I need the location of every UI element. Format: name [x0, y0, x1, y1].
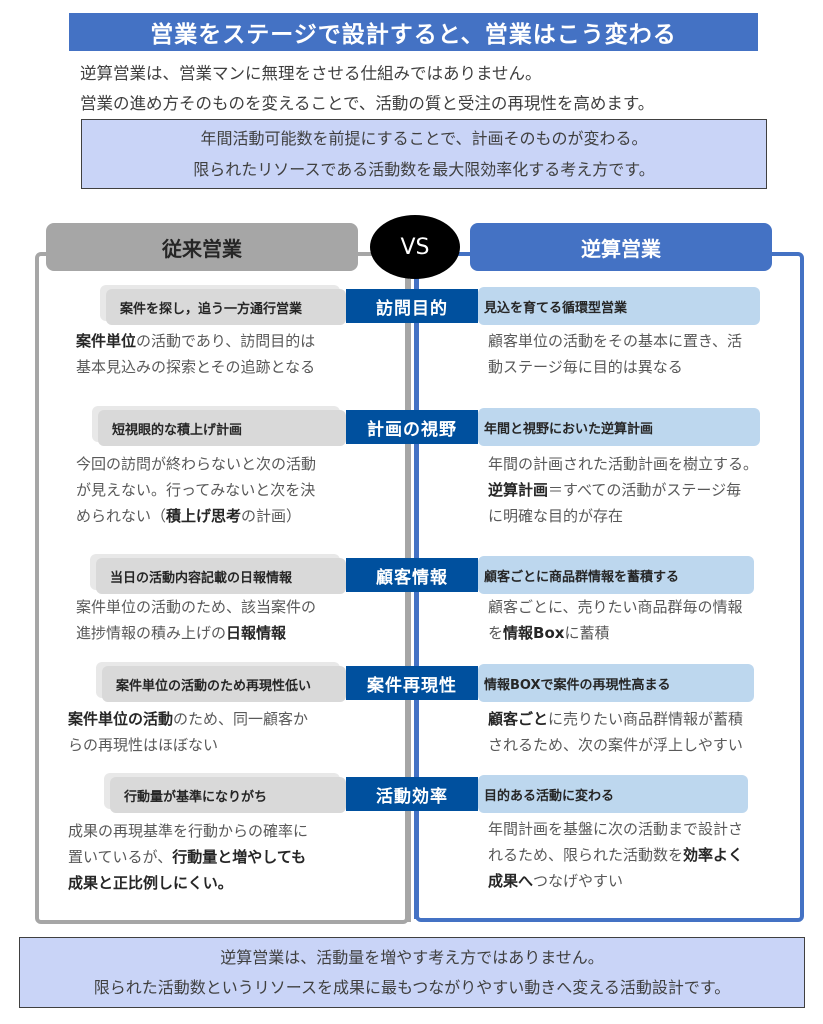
text: の活動であり、訪問目的は: [136, 332, 316, 350]
bottom-line-1: 逆算営業は、活動量を増やす考え方ではありません。: [220, 947, 604, 967]
right-point-title: 情報BOXで案件の再現性高まる: [478, 664, 754, 702]
right-description-line: 年間計画を基盤に次の活動まで設計さ: [488, 816, 743, 842]
text: されるため、次の案件が浮上しやすい: [488, 736, 743, 754]
right-header-reverse-sales: 逆算営業: [470, 223, 772, 271]
text: らの再現性はほぼない: [68, 736, 219, 754]
left-point-title: 短視眼的な積上げ計画: [98, 410, 346, 446]
left-point-title: 行動量が基準になりがち: [110, 777, 346, 813]
text: 顧客ごとに、売りたい商品群毎の情報: [488, 598, 743, 616]
emphasis-text: 行動量と増やしても: [172, 848, 307, 866]
intro-line-2: 営業の進め方そのものを変えることで、活動の質と受注の再現性を高めます。: [80, 94, 655, 113]
left-description: 成果の再現基準を行動からの確率に置いているが、行動量と増やしても成果と正比例しに…: [68, 818, 308, 896]
summary-box: 年間活動可能数を前提にすることで、計画そのものが変わる。 限られたリソースである…: [81, 119, 767, 189]
right-point-title: 目的ある活動に変わる: [478, 775, 748, 813]
text: 進捗情報の積み上げの: [76, 624, 227, 642]
right-description-line: 動ステージ毎に目的は異なる: [488, 354, 742, 380]
text: を: [488, 624, 504, 642]
right-divider: [414, 279, 418, 919]
text: 案件単位の活動のため、該当案件の: [76, 598, 317, 616]
text: 年間計画を基盤に次の活動まで設計さ: [488, 820, 744, 838]
text: 基本見込みの探索とその追跡となる: [76, 358, 316, 376]
right-description: 顧客単位の活動をその基本に置き、活動ステージ毎に目的は異なる: [488, 328, 742, 380]
right-description-line: されるため、次の案件が浮上しやすい: [488, 732, 743, 758]
left-description-line: 案件単位の活動のため、該当案件の: [76, 594, 316, 620]
right-description-line: 顧客ごとに、売りたい商品群毎の情報: [488, 594, 743, 620]
category-label: 案件再現性: [346, 666, 478, 700]
left-description: 今回の訪問が終わらないと次の活動が見えない。行ってみないと次を決められない（積上…: [76, 451, 316, 529]
emphasis-text: 成果と正比例しにくい。: [68, 874, 233, 892]
text: つなげやすい: [533, 872, 624, 890]
text: の計画）: [241, 507, 302, 525]
emphasis-text: 積上げ思考: [166, 507, 242, 525]
left-description-line: 置いているが、行動量と増やしても: [68, 844, 308, 870]
right-description: 年間の計画された活動計画を樹立する。逆算計画＝すべての活動がステージ毎に明確な目…: [488, 451, 758, 529]
vs-badge: VS: [370, 215, 460, 279]
text: 年間の計画された活動計画を樹立する。: [488, 455, 759, 473]
left-divider: [407, 279, 411, 922]
text: 今回の訪問が終わらないと次の活動: [76, 455, 317, 473]
text: が見えない。行ってみないと次を決: [76, 481, 316, 499]
text: 顧客単位の活動をその基本に置き、活: [488, 332, 742, 350]
right-description-line: 顧客ごとに売りたい商品群情報が蓄積: [488, 706, 743, 732]
right-description-line: 成果へつなげやすい: [488, 868, 743, 894]
text: のため、同一顧客か: [173, 710, 309, 728]
right-description: 顧客ごとに売りたい商品群情報が蓄積されるため、次の案件が浮上しやすい: [488, 706, 743, 758]
left-description-line: 案件単位の活動であり、訪問目的は: [76, 328, 315, 354]
text: 置いているが、: [68, 848, 173, 866]
text: に売りたい商品群情報が蓄積: [548, 710, 744, 728]
left-description-line: 基本見込みの探索とその追跡となる: [76, 354, 315, 380]
left-description-line: 進捗情報の積み上げの日報情報: [76, 620, 316, 646]
right-point-title: 年間と視野においた逆算計画: [478, 408, 760, 446]
left-description: 案件単位の活動のため、同一顧客からの再現性はほぼない: [68, 706, 308, 758]
summary-line-2: 限られたリソースである活動数を最大限効率化する考え方です。: [193, 160, 655, 179]
right-description-line: れるため、限られた活動数を効率よく: [488, 842, 743, 868]
text: に明確な目的が存在: [488, 507, 624, 525]
emphasis-text: 効率よく: [683, 846, 744, 864]
text: れるため、限られた活動数を: [488, 846, 684, 864]
emphasis-text: 逆算計画: [488, 481, 549, 499]
right-description-line: を情報Boxに蓄積: [488, 620, 743, 646]
left-description-line: らの再現性はほぼない: [68, 732, 308, 758]
left-description-line: 案件単位の活動のため、同一顧客か: [68, 706, 308, 732]
left-header-traditional-sales: 従来営業: [46, 223, 358, 271]
emphasis-text: 成果へ: [488, 872, 534, 890]
emphasis-text: 案件単位: [76, 332, 137, 350]
left-point-title: 当日の活動内容記載の日報情報: [96, 558, 346, 594]
bottom-summary-box: 逆算営業は、活動量を増やす考え方ではありません。 限られた活動数というリソースを…: [19, 937, 805, 1008]
text: ＝すべての活動がステージ毎: [548, 481, 742, 499]
left-description-line: 今回の訪問が終わらないと次の活動: [76, 451, 316, 477]
category-label: 顧客情報: [346, 558, 478, 592]
text: 動ステージ毎に目的は異なる: [488, 358, 683, 376]
right-description-line: 顧客単位の活動をその基本に置き、活: [488, 328, 742, 354]
left-description: 案件単位の活動のため、該当案件の進捗情報の積み上げの日報情報: [76, 594, 316, 646]
page-title: 営業をステージで設計すると、営業はこう変わる: [69, 13, 758, 51]
right-description: 年間計画を基盤に次の活動まで設計されるため、限られた活動数を効率よく成果へつなげ…: [488, 816, 743, 894]
left-description-line: 成果と正比例しにくい。: [68, 870, 308, 896]
emphasis-text: 顧客ごと: [488, 710, 549, 728]
right-point-title: 見込を育てる循環型営業: [478, 287, 760, 325]
emphasis-text: 情報Box: [503, 624, 565, 642]
right-description: 顧客ごとに、売りたい商品群毎の情報を情報Boxに蓄積: [488, 594, 743, 646]
category-label: 訪問目的: [346, 289, 478, 323]
text: められない（: [76, 507, 167, 525]
summary-line-1: 年間活動可能数を前提にすることで、計画そのものが変わる。: [200, 129, 648, 148]
right-point-title: 顧客ごとに商品群情報を蓄積する: [478, 556, 754, 594]
left-point-title: 案件単位の活動のため再現性低い: [102, 666, 346, 702]
emphasis-text: 案件単位の活動: [68, 710, 174, 728]
left-description: 案件単位の活動であり、訪問目的は基本見込みの探索とその追跡となる: [76, 328, 315, 380]
category-label: 活動効率: [346, 777, 478, 811]
bottom-line-2: 限られた活動数というリソースを成果に最もつながりやすい動きへ変える活動設計です。: [93, 977, 731, 997]
left-description-line: が見えない。行ってみないと次を決: [76, 477, 316, 503]
text: 成果の再現基準を行動からの確率に: [68, 822, 309, 840]
right-description-line: に明確な目的が存在: [488, 503, 758, 529]
intro-line-1: 逆算営業は、営業マンに無理をさせる仕組みではありません。: [80, 64, 542, 83]
right-description-line: 年間の計画された活動計画を樹立する。: [488, 451, 758, 477]
text: に蓄積: [564, 624, 610, 642]
right-description-line: 逆算計画＝すべての活動がステージ毎: [488, 477, 758, 503]
left-description-line: められない（積上げ思考の計画）: [76, 503, 316, 529]
left-point-title: 案件を探し，追う一方通行営業: [106, 289, 346, 325]
category-label: 計画の視野: [346, 410, 478, 444]
left-description-line: 成果の再現基準を行動からの確率に: [68, 818, 308, 844]
emphasis-text: 日報情報: [226, 624, 287, 642]
